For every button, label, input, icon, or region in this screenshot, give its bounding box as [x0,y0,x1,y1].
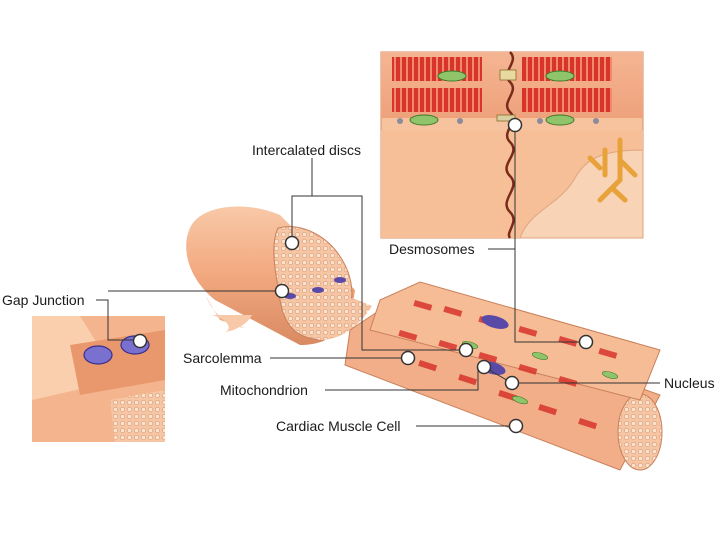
cardiac-muscle-fibers [345,282,662,470]
marker-desmosome-fiber [580,336,593,349]
label-desmosomes: Desmosomes [389,241,475,257]
label-cardiac-muscle-cell: Cardiac Muscle Cell [276,418,400,434]
marker-gap-junction-inset [134,335,147,348]
marker-nucleus [506,377,519,390]
gap-junction-inset [32,316,165,442]
marker-desmosome-inset [509,119,522,132]
label-sarcolemma: Sarcolemma [183,350,262,366]
marker-intercalated-disc [286,237,299,250]
marker-gap-junction-fiber [276,285,289,298]
desmosome-inset [381,52,643,238]
label-gap-junction: Gap Junction [2,292,85,308]
label-mitochondrion: Mitochondrion [220,382,308,398]
fiber-cross-section-cylinder [186,206,372,345]
marker-sarcolemma [402,352,415,365]
marker-cardiac-muscle-cell [510,420,523,433]
marker-intercalated-disc-fiber [460,344,473,357]
marker-mitochondrion [478,361,491,374]
label-nucleus: Nucleus [664,375,715,391]
label-intercalated-discs: Intercalated discs [252,142,361,158]
